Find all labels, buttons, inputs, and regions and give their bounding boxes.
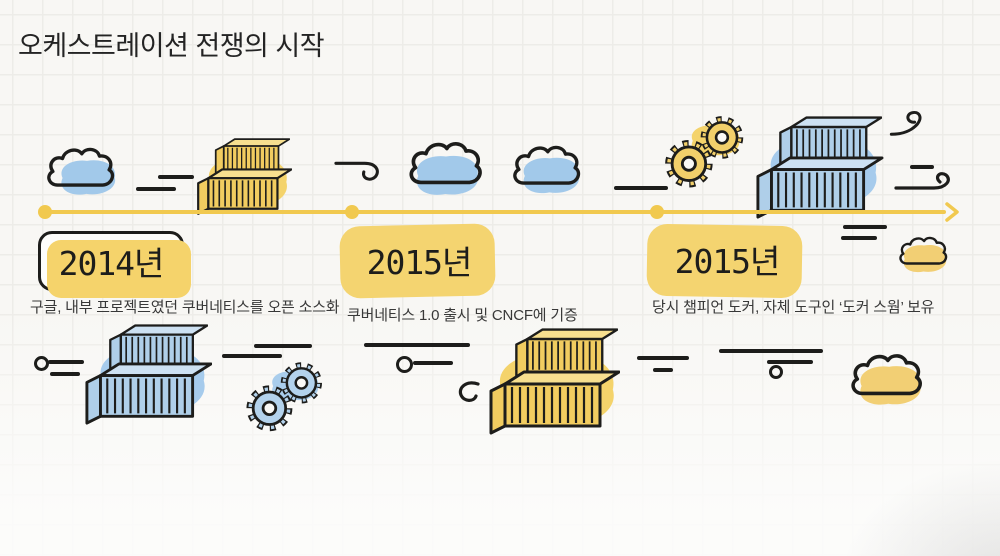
gears-icon [662,112,748,190]
speed-line [364,343,470,347]
timeline-dot [38,205,52,219]
cloud-icon [899,236,948,273]
milestone-description: 쿠버네티스 1.0 출시 및 CNCF에 기증 [347,307,578,324]
container-stack-icon [756,116,884,219]
cloud-icon [851,354,922,405]
speed-line [158,175,194,179]
speed-line [841,236,877,240]
milestone-description: 구글, 내부 프로젝트였던 쿠버네티스를 오픈 소스화 [30,299,340,316]
timeline-arrow-icon [945,202,959,222]
container-stack-icon [489,328,620,435]
container-stack-icon [85,324,212,425]
cloud-icon [513,145,581,194]
gears-icon [244,358,326,434]
milestone-year-badge: 2014년 [38,231,184,291]
container-stack-icon [197,138,292,215]
milestone-year-badge: 2015년 [346,230,492,290]
wind-curl-icon [894,172,950,190]
speed-line [413,361,453,365]
timeline-dot [345,205,359,219]
speed-line [719,349,823,353]
speed-line [48,360,84,364]
page-title: 오케스트레이션 전쟁의 시작 [18,31,325,61]
milestone-year-badge: 2015년 [654,229,800,289]
wind-curl-icon [34,356,49,371]
speed-line [254,344,312,348]
speed-line [50,372,80,376]
speed-line [637,356,689,360]
cloud-icon [409,142,482,195]
speed-line [136,187,176,191]
milestone-description: 당시 챔피언 도커, 자체 도구인 ‘도커 스웜’ 보유 [652,299,935,316]
wind-curl-icon [396,356,413,373]
speed-line [843,225,887,229]
wind-curl-icon [889,110,922,136]
speed-line [653,368,673,372]
wind-curl-icon [458,381,480,402]
wind-curl-icon [769,365,783,379]
speed-line [614,186,668,190]
timeline-dot [650,205,664,219]
cloud-icon [47,147,116,195]
wind-curl-icon [334,161,379,181]
timeline-line [40,210,946,214]
speed-line [222,354,282,358]
speed-line [767,360,813,364]
speed-line [910,165,934,169]
